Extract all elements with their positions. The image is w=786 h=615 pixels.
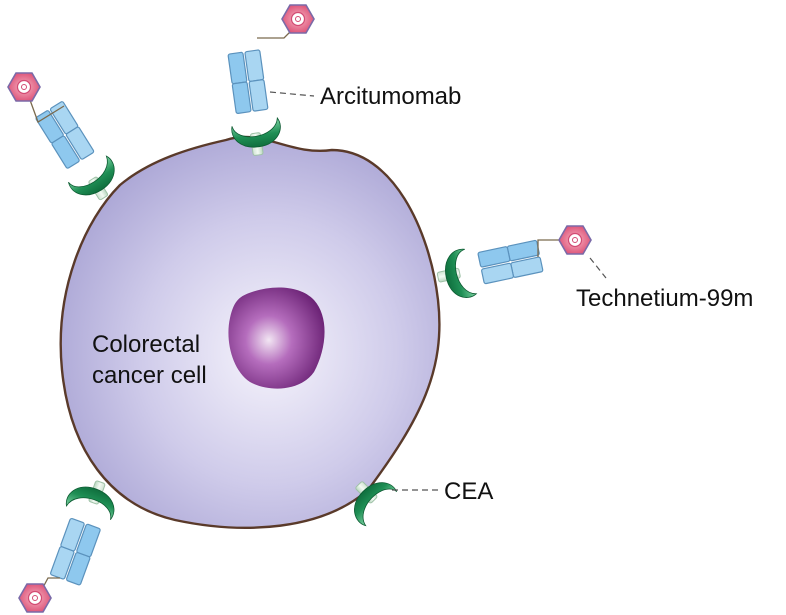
label-cell-line2: cancer cell bbox=[92, 362, 207, 389]
leader-arcitumomab bbox=[269, 91, 315, 97]
tether-upper-left bbox=[29, 99, 65, 123]
leader-technetium bbox=[589, 257, 607, 279]
receptor-lower-left bbox=[49, 472, 123, 586]
nucleus bbox=[228, 287, 325, 389]
label-cea: CEA bbox=[444, 478, 493, 505]
technetium-upper-left bbox=[7, 72, 41, 102]
tether-right bbox=[537, 239, 562, 257]
receptor-right bbox=[432, 239, 544, 304]
label-technetium: Technetium-99m bbox=[576, 285, 753, 312]
technetium-top bbox=[281, 4, 315, 34]
technetium-lower-left bbox=[18, 583, 52, 613]
label-arcitumomab: Arcitumomab bbox=[320, 83, 461, 110]
technetium-right bbox=[558, 225, 592, 255]
label-cell-line1: Colorectal bbox=[92, 331, 200, 358]
